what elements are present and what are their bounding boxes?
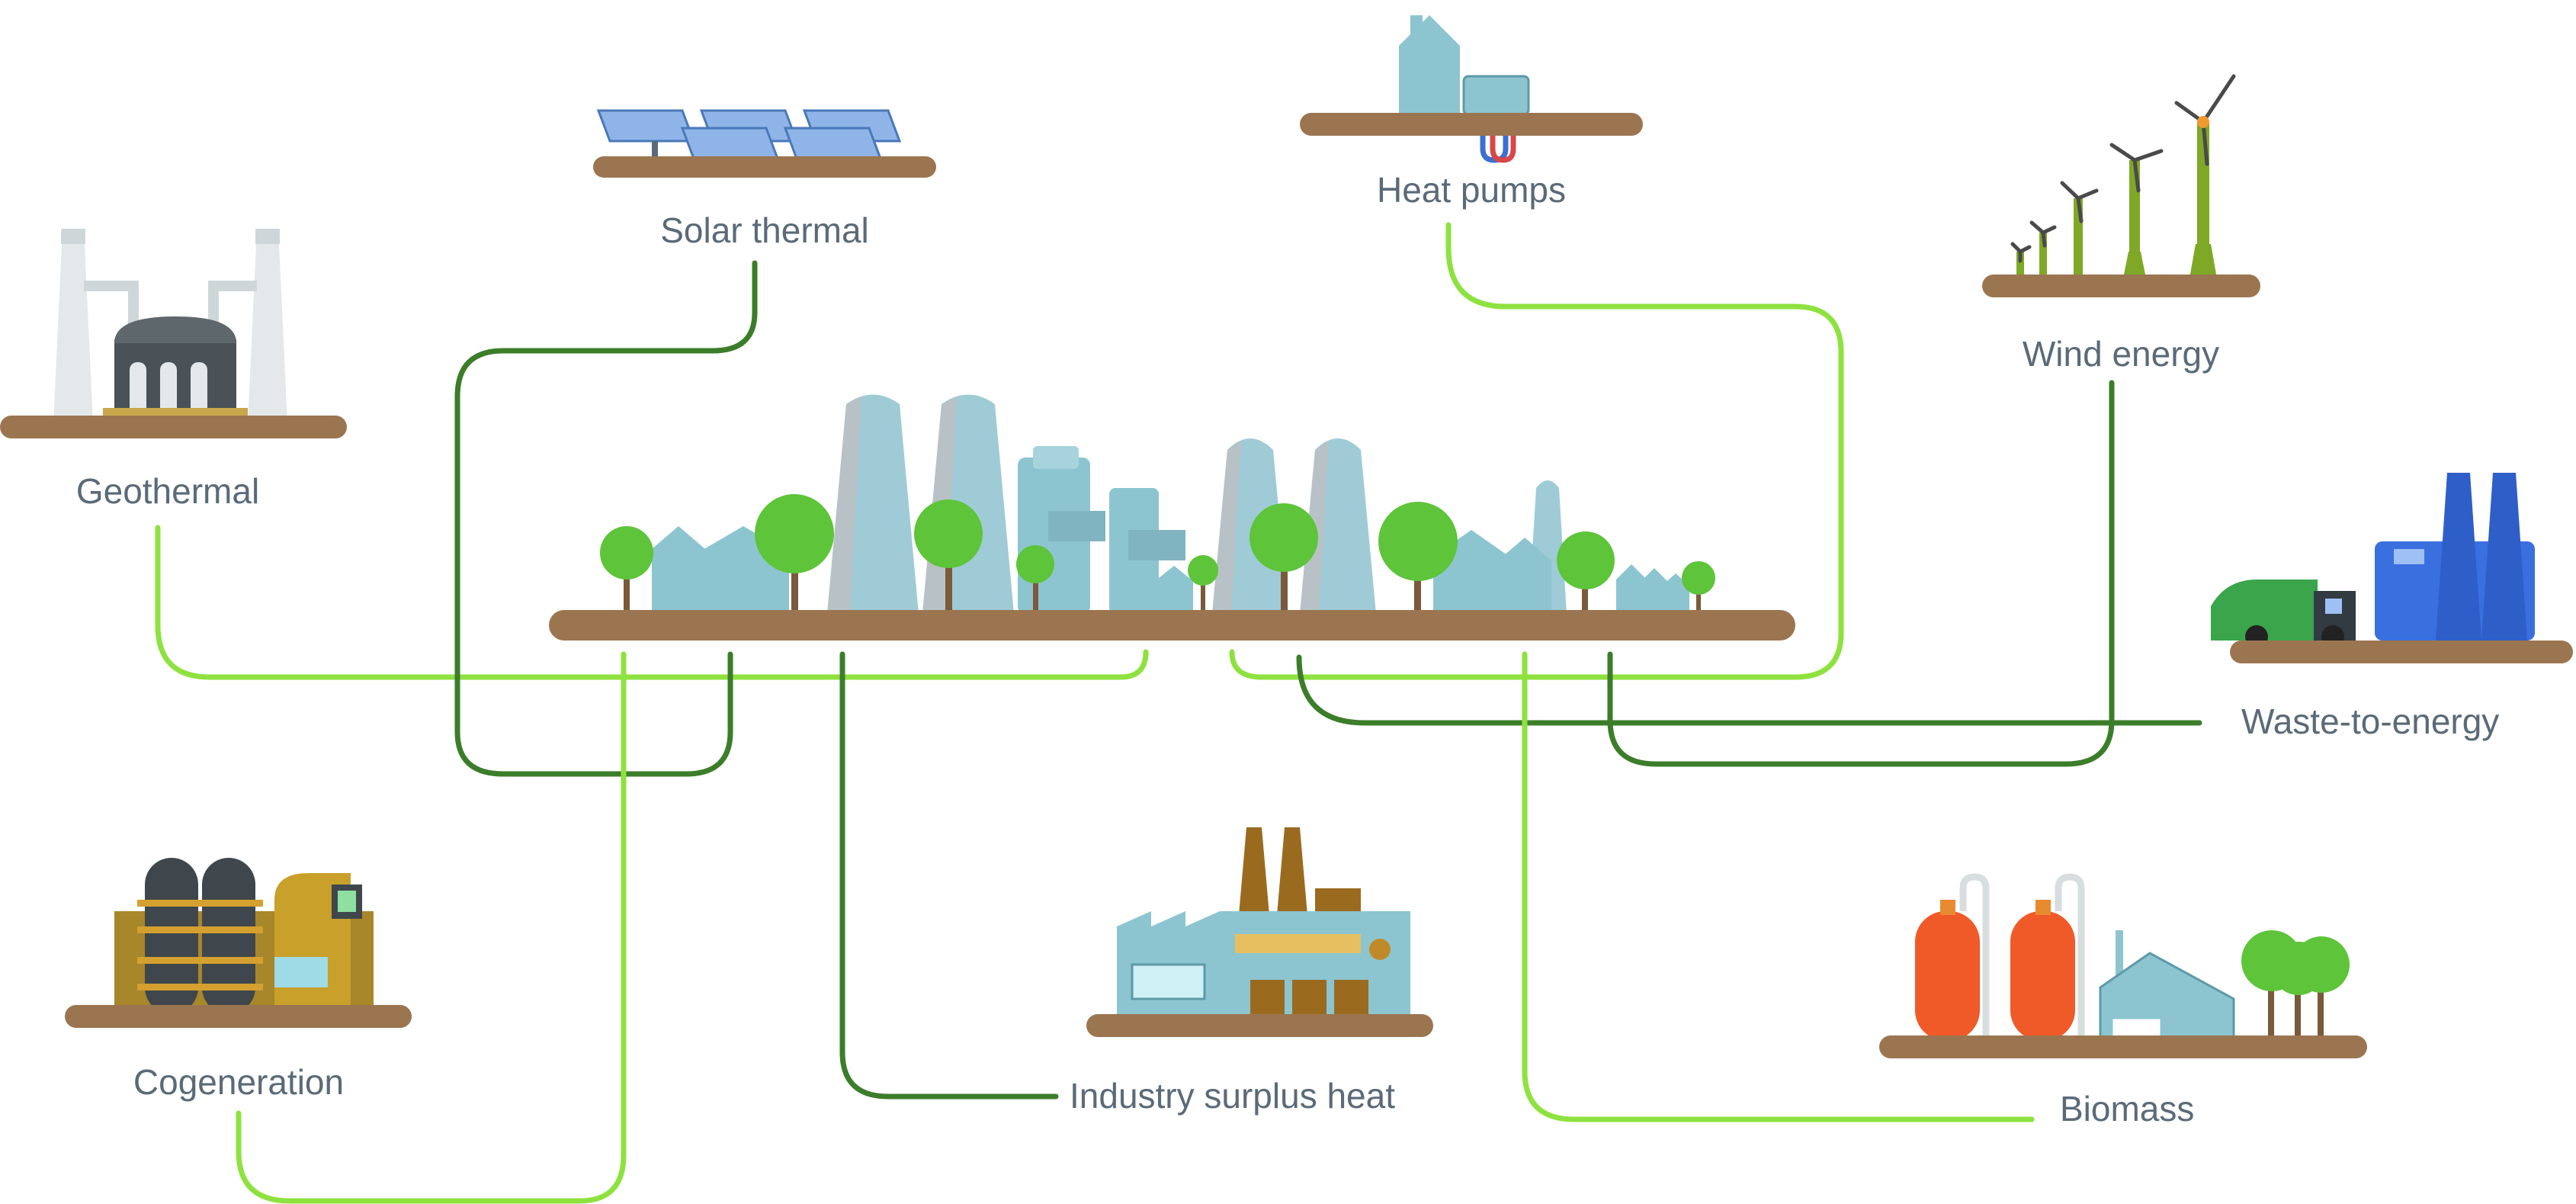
cogeneration-icon [65, 858, 412, 1028]
central-city [549, 394, 1795, 641]
biomass-icon [1879, 873, 2367, 1058]
solar-thermal-icon [593, 109, 936, 178]
heat-pumps-icon [1300, 15, 1643, 163]
waste-to-energy-label: Waste-to-energy [2241, 702, 2499, 741]
geothermal-label: Geothermal [76, 471, 259, 511]
industry-connection [839, 651, 1059, 1100]
cogeneration-connection [236, 651, 627, 1204]
city-trees [600, 494, 1715, 614]
solar-thermal-label: Solar thermal [660, 210, 869, 250]
biomass-connection [1522, 651, 2035, 1122]
geothermal-connection [155, 525, 1149, 680]
wind-energy-connection [1607, 380, 2115, 767]
wind-energy-label: Wind energy [2023, 334, 2219, 374]
wind-energy-icon [1982, 74, 2260, 297]
solar-thermal-connection [454, 260, 758, 777]
heat-pumps-label: Heat pumps [1377, 170, 1566, 210]
heat-pumps-connection [1229, 222, 1844, 680]
cogeneration-label: Cogeneration [133, 1062, 344, 1102]
industry-surplus-heat-label: Industry surplus heat [1070, 1076, 1395, 1116]
waste-to-energy-connection [1296, 654, 2202, 726]
geothermal-icon [0, 229, 347, 438]
connection-lines [155, 222, 2202, 1204]
waste-to-energy-icon [2211, 473, 2573, 663]
city-ground [549, 610, 1795, 641]
labels: Solar thermal Heat pumps Wind energy Geo… [76, 170, 2499, 1129]
biomass-label: Biomass [2060, 1089, 2194, 1129]
industry-icon [1086, 827, 1433, 1037]
